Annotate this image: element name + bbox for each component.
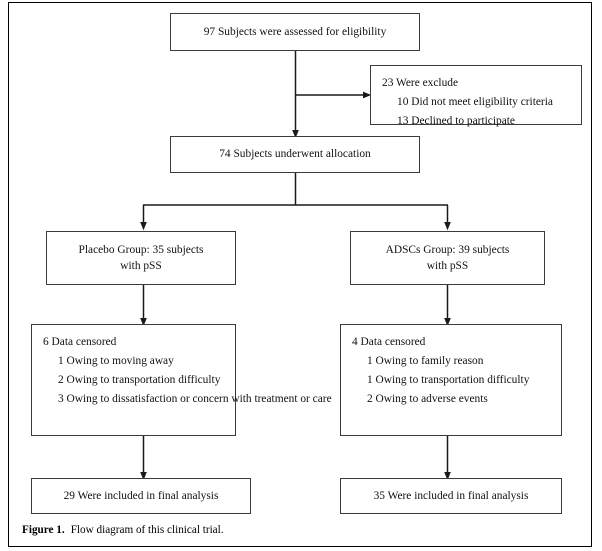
node-placebo-final-analysis: 29 Were included in final analysis xyxy=(31,478,251,514)
node-assessed-text: 97 Subjects were assessed for eligibilit… xyxy=(203,25,387,38)
node-excluded-head: 23 Were exclude xyxy=(382,77,459,89)
node-adscs-censored-item-0: 1 Owing to family reason xyxy=(367,355,484,368)
node-underwent-allocation: 74 Subjects underwent allocation xyxy=(170,136,420,173)
node-excluded-item-0: 10 Did not meet eligibility criteria xyxy=(397,96,553,109)
figure-caption-label: Figure 1. xyxy=(22,524,65,536)
node-adscs-censored-item-1: 1 Owing to transportation difficulty xyxy=(367,373,530,386)
node-placebo-censored-item-1: 2 Owing to transportation difficulty xyxy=(58,373,221,386)
node-allocation-text: 74 Subjects underwent allocation xyxy=(219,148,371,161)
node-adscs-group: ADSCs Group: 39 subjects with pSS xyxy=(350,231,545,285)
node-placebo-final-text: 29 Were included in final analysis xyxy=(63,489,219,502)
node-adscs-censored-item-2: 2 Owing to adverse events xyxy=(367,392,488,405)
figure-outer-frame xyxy=(8,2,592,547)
node-placebo-group: Placebo Group: 35 subjects with pSS xyxy=(46,231,236,285)
node-placebo-censored-item-0: 1 Owing to moving away xyxy=(58,355,174,368)
figure-caption-text: Flow diagram of this clinical trial. xyxy=(70,524,224,536)
figure-caption: Figure 1. Flow diagram of this clinical t… xyxy=(22,524,542,536)
node-excluded-item-1: 13 Declined to participate xyxy=(397,114,515,127)
node-adscs-censored-head: 4 Data censored xyxy=(352,336,426,348)
node-placebo-censored-head: 6 Data censored xyxy=(43,336,117,348)
node-excluded: 23 Were exclude 10 Did not meet eligibil… xyxy=(370,65,582,127)
node-placebo-group-line1: Placebo Group: 35 subjects xyxy=(78,243,204,256)
node-placebo-censored-item-2: 3 Owing to dissatisfaction or concern wi… xyxy=(43,391,332,407)
node-adscs-group-line1: ADSCs Group: 39 subjects xyxy=(385,243,510,256)
node-adscs-group-line2: with pSS xyxy=(426,260,469,272)
node-placebo-data-censored: 6 Data censored 1 Owing to moving away 2… xyxy=(31,324,332,436)
node-placebo-group-line2: with pSS xyxy=(120,260,162,272)
node-placebo-censored-item-2-line1: 3 Owing to dissatisfaction or xyxy=(58,392,190,405)
node-placebo-censored-item-2-line2: concern with treatment or care xyxy=(192,392,332,405)
node-adscs-final-analysis: 35 Were included in final analysis xyxy=(340,478,562,514)
node-adscs-data-censored: 4 Data censored 1 Owing to family reason… xyxy=(340,324,562,436)
node-assessed-for-eligibility: 97 Subjects were assessed for eligibilit… xyxy=(170,13,420,51)
node-adscs-final-text: 35 Were included in final analysis xyxy=(373,489,529,502)
